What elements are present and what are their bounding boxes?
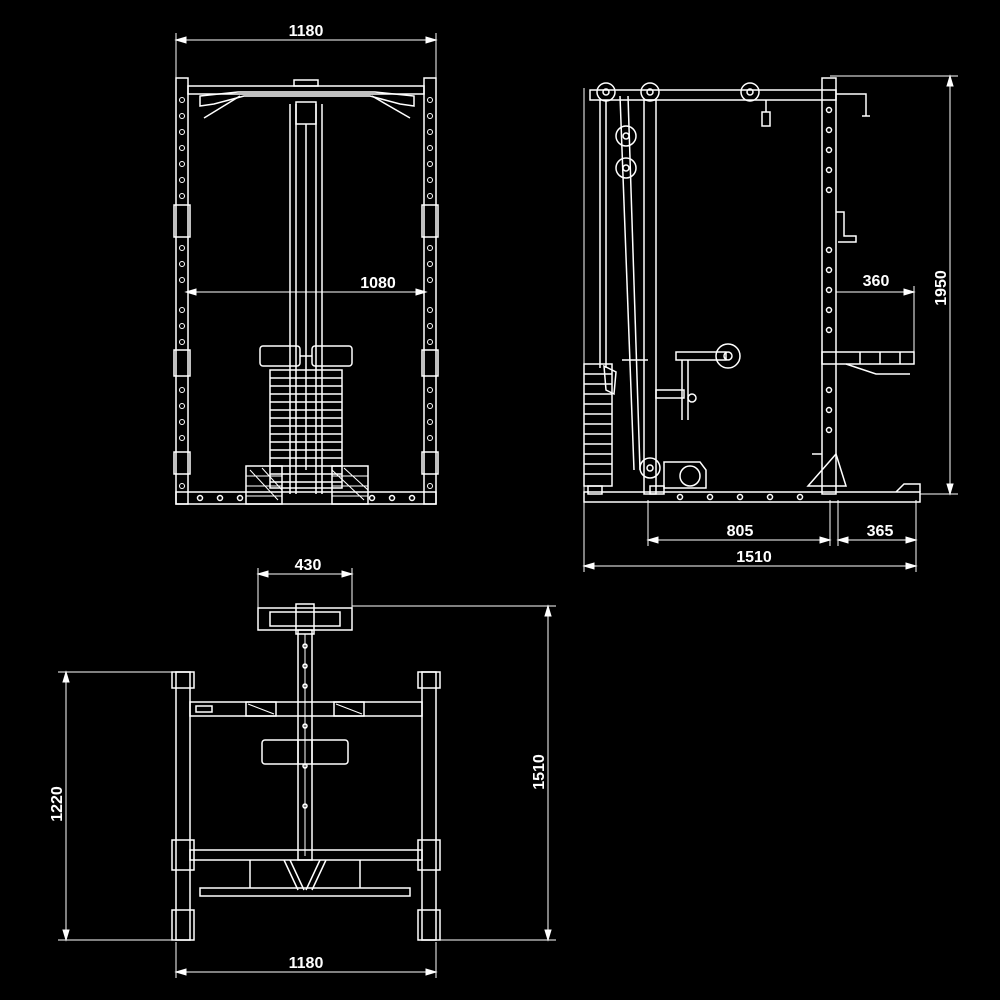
- side-leg-assembly: [655, 343, 741, 420]
- side-front-column: [599, 95, 657, 495]
- top-front-crossbar: [189, 701, 423, 717]
- side-rear-upright: [806, 77, 857, 495]
- side-overall-length-label: 1510: [736, 549, 772, 566]
- dim-side-height: [830, 74, 958, 496]
- top-right-frame: [417, 671, 441, 941]
- side-view: [582, 74, 958, 572]
- top-overall-width-label: 1180: [289, 955, 324, 972]
- dim-top-overall-width: [174, 942, 438, 978]
- side-rear-extension-label: 365: [867, 523, 894, 540]
- front-base: [175, 491, 437, 505]
- top-seat-width-label: 430: [295, 557, 322, 574]
- dim-top-overall-length: [352, 604, 556, 942]
- dim-front-overall-width: [174, 33, 438, 80]
- front-view: [173, 33, 439, 505]
- front-upright-holes: [179, 97, 433, 489]
- front-guide-rods: [289, 101, 323, 494]
- top-rear-crossbar: [189, 849, 423, 897]
- dim-top-seat-width: [256, 568, 354, 610]
- front-top-crossbar: [187, 79, 425, 119]
- side-lower-pulley: [639, 457, 707, 489]
- front-overall-width-label: 1180: [289, 23, 324, 40]
- front-inner-width-label: 1080: [360, 275, 396, 292]
- top-frame-depth-label: 1220: [49, 786, 66, 822]
- side-spotter-arm: [821, 351, 915, 375]
- dim-top-frame-depth: [58, 670, 176, 942]
- side-height-label: 1950: [933, 270, 950, 306]
- dim-side-attachment: [836, 286, 916, 360]
- side-base-span-label: 805: [727, 523, 754, 540]
- side-base: [583, 483, 921, 503]
- side-weight-stack: [583, 363, 617, 487]
- top-view: [58, 568, 556, 978]
- side-attachment-depth-label: 360: [863, 273, 890, 290]
- front-leg-pads: [259, 345, 353, 367]
- top-leg-pad: [261, 739, 349, 765]
- top-overall-length-label: 1510: [531, 754, 548, 790]
- top-left-frame: [171, 671, 195, 941]
